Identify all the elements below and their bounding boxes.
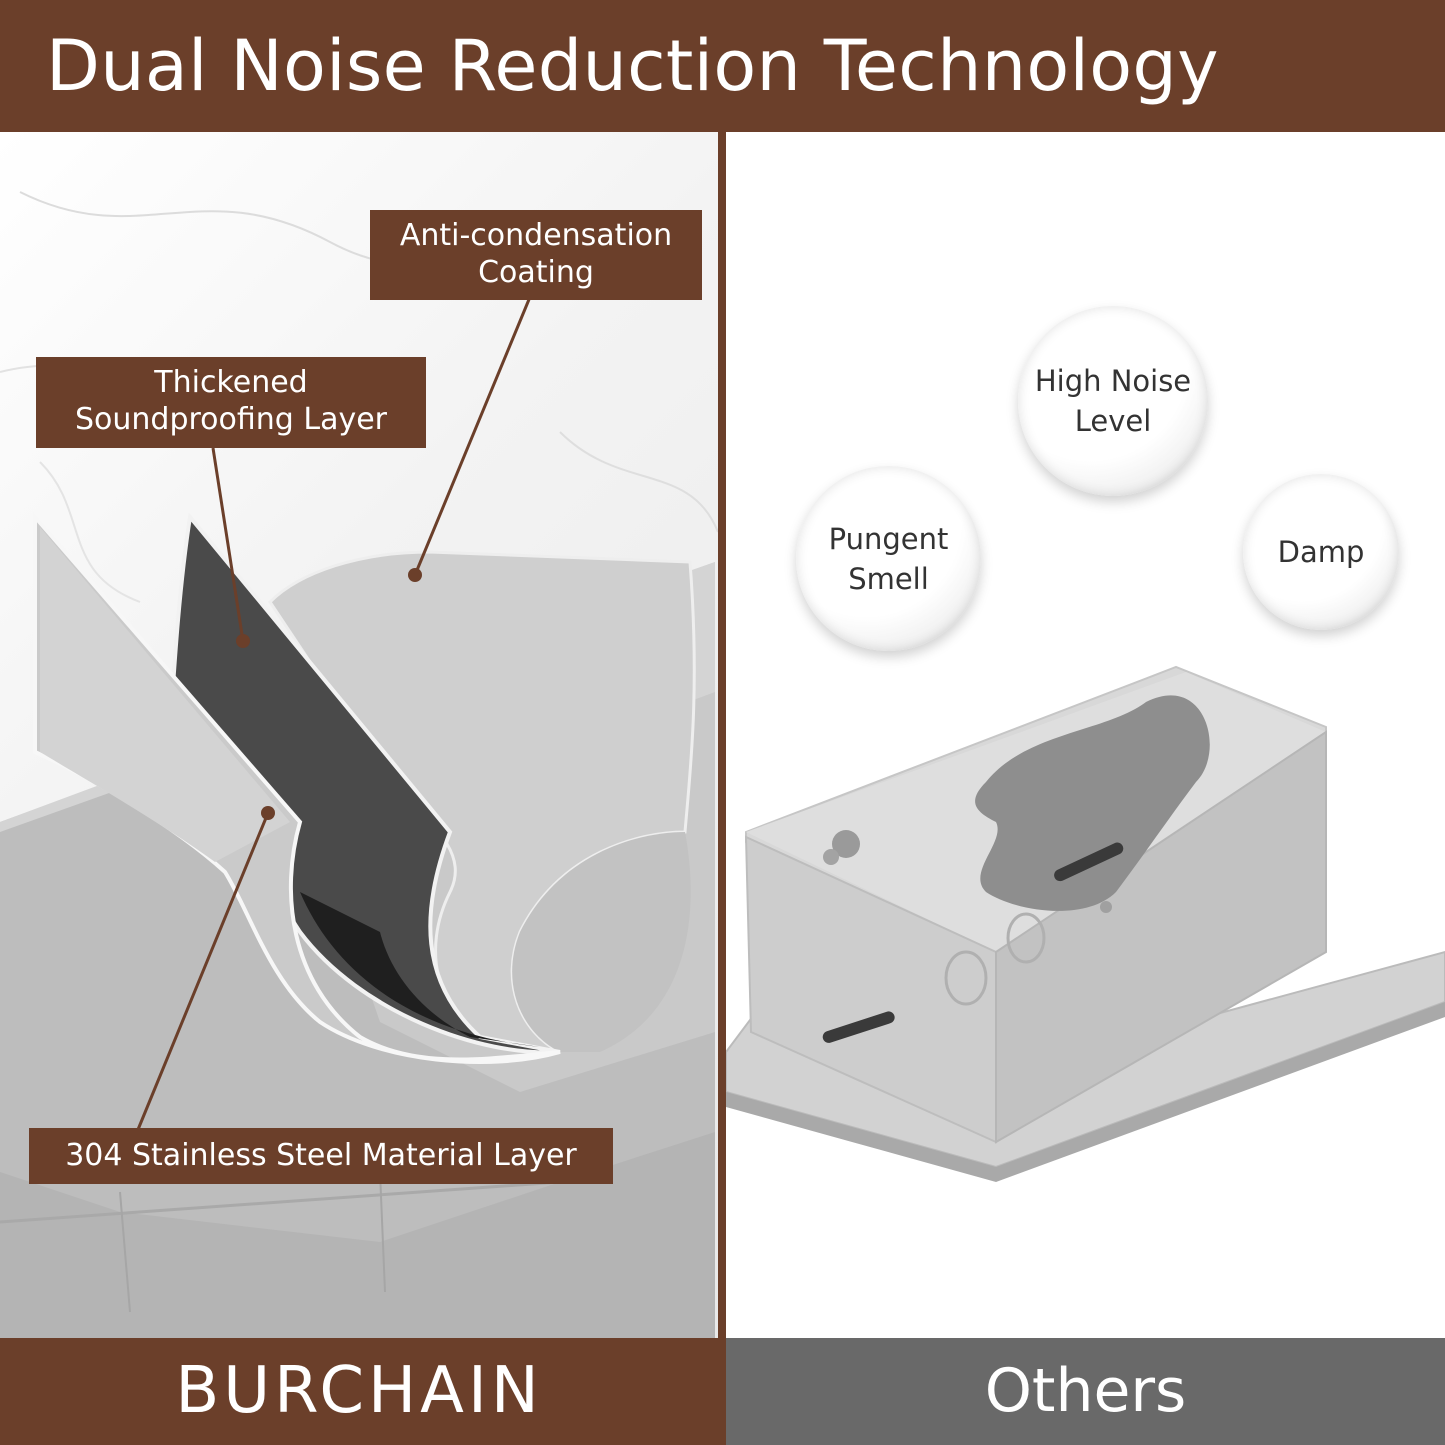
others-panel: High Noise Level Pungent Smell Damp xyxy=(726,132,1445,1338)
pungent-smell-line2: Smell xyxy=(848,561,929,596)
damp-box-illustration xyxy=(726,665,1445,1182)
steel-callout: 304 Stainless Steel Material Layer xyxy=(29,1128,613,1184)
pungent-smell-bubble: Pungent Smell xyxy=(796,466,981,651)
damp-bubble: Damp xyxy=(1243,474,1399,630)
steel-callout-text: 304 Stainless Steel Material Layer xyxy=(65,1138,577,1173)
coating-callout: Anti-condensation Coating xyxy=(370,210,702,300)
burchain-panel: Anti-condensation Coating Thickened Soun… xyxy=(0,132,718,1338)
high-noise-bubble: High Noise Level xyxy=(1018,306,1208,496)
panel-divider xyxy=(718,132,726,1445)
pungent-smell-line1: Pungent xyxy=(828,521,949,556)
high-noise-line1: High Noise xyxy=(1034,364,1192,398)
burchain-label: BURCHAIN xyxy=(175,1354,543,1428)
damp-line1: Damp xyxy=(1277,535,1365,569)
soundproofing-callout-line2: Soundproofing Layer xyxy=(74,402,388,437)
coating-callout-line1: Anti-condensation xyxy=(399,218,673,253)
soundproofing-callout-line1: Thickened xyxy=(154,365,308,400)
others-footer: Others xyxy=(726,1338,1445,1445)
soundproofing-callout: Thickened Soundproofing Layer xyxy=(36,357,426,448)
coating-callout-line2: Coating xyxy=(478,255,594,290)
header-banner: Dual Noise Reduction Technology xyxy=(0,0,1445,132)
page-title: Dual Noise Reduction Technology xyxy=(46,25,1219,107)
burchain-footer: BURCHAIN xyxy=(0,1338,718,1445)
high-noise-line2: Level xyxy=(1074,404,1152,438)
others-label: Others xyxy=(984,1356,1187,1426)
